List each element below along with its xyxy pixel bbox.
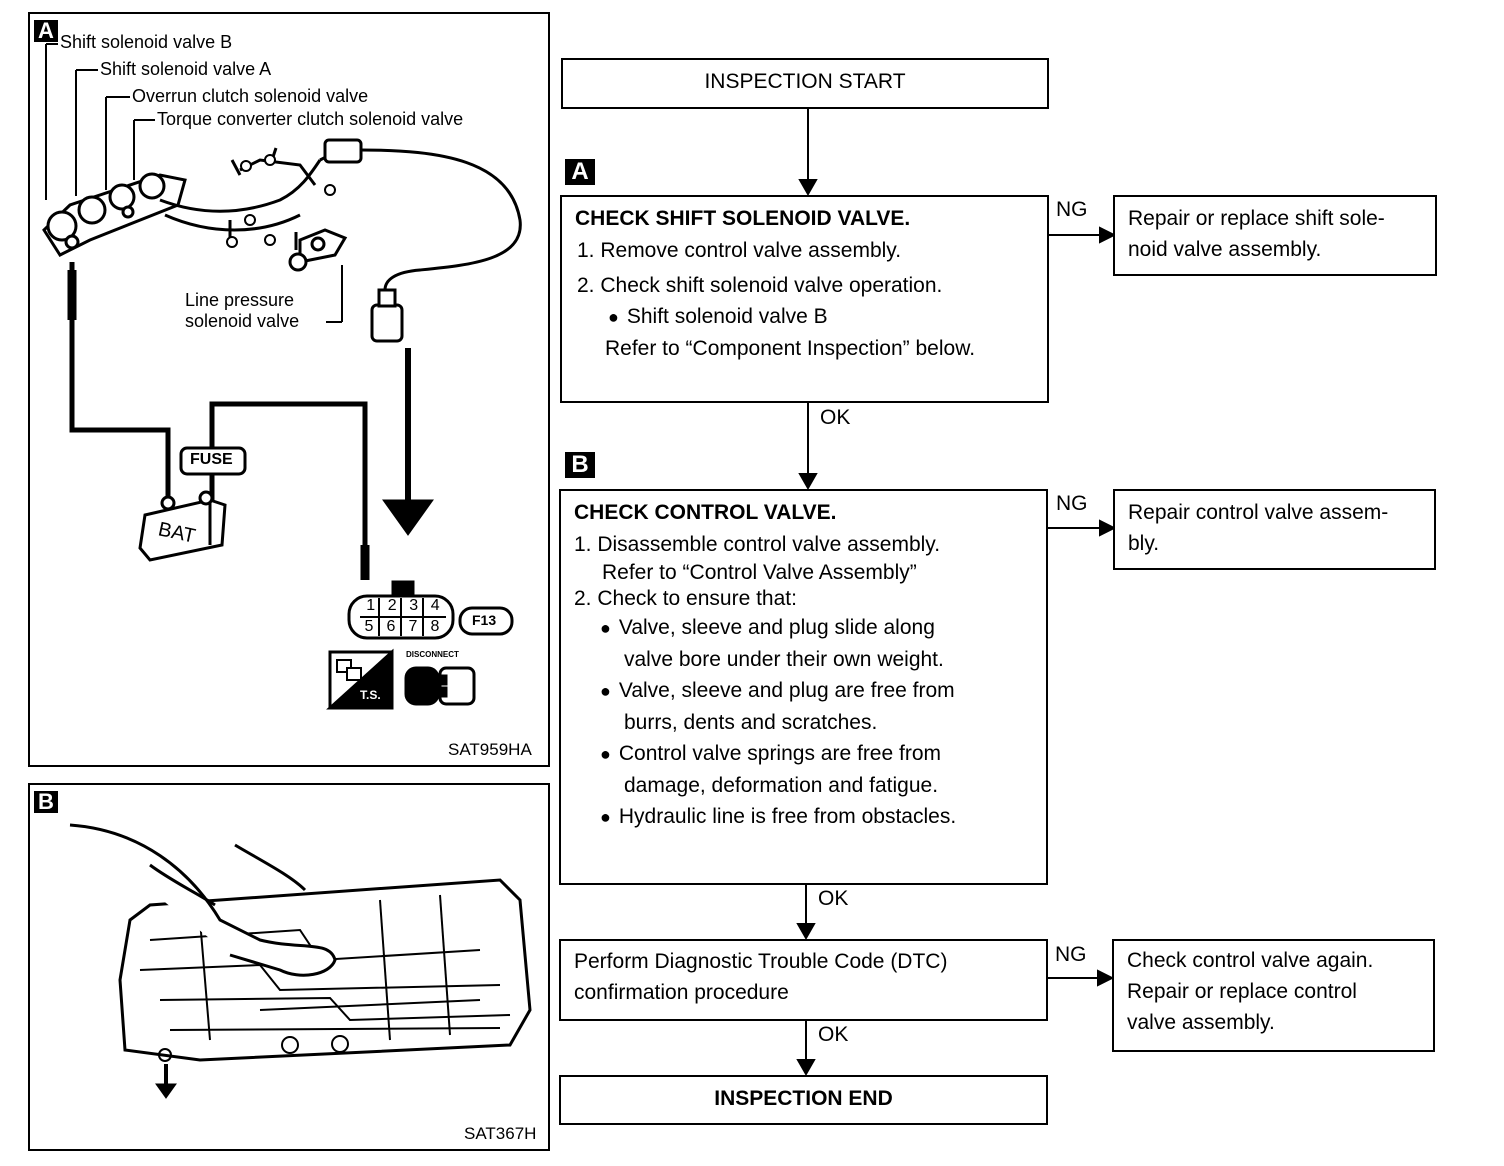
- inspection-start-text: INSPECTION START: [704, 70, 906, 93]
- diagram-a-tag: A: [34, 20, 58, 42]
- pin-6: 6: [386, 618, 396, 635]
- step-b-ng-box: Repair control valve assem- bly.: [1113, 489, 1436, 570]
- step-b-bullet-list: Valve, sleeve and plug slide along valve…: [600, 612, 1046, 833]
- inspection-end-box: INSPECTION END: [559, 1075, 1048, 1125]
- step-b-box: CHECK CONTROL VALVE. 1. Disassemble cont…: [559, 489, 1048, 885]
- step-a-tag: A: [565, 159, 595, 185]
- diagram-b-tag: B: [34, 791, 58, 813]
- step-b-ng-label: NG: [1056, 492, 1088, 515]
- step-a-line-4: Refer to “Component Inspection” below.: [605, 337, 976, 360]
- step-b-tag: B: [565, 452, 595, 478]
- ts-label: T.S.: [360, 688, 381, 702]
- step-b-title: CHECK CONTROL VALVE.: [574, 501, 837, 524]
- step-b-line-2: Refer to “Control Valve Assembly”: [602, 561, 917, 584]
- dtc-line-1: Perform Diagnostic Trouble Code (DTC): [574, 950, 948, 973]
- connector-pins-bottom: 5 6 7 8: [358, 618, 446, 636]
- step-b-bullet-1: Valve, sleeve and plug slide along valve…: [600, 612, 1046, 675]
- step-b-ng-line-2: bly.: [1128, 532, 1160, 555]
- step-b-bullet-2: Valve, sleeve and plug are free from bur…: [600, 675, 1046, 738]
- pin-1: 1: [366, 597, 376, 614]
- step-a-box: CHECK SHIFT SOLENOID VALVE. 1. Remove co…: [560, 195, 1049, 403]
- step-b-bullet-3-line-1: Control valve springs are free from: [618, 742, 942, 765]
- pin-5: 5: [364, 618, 374, 635]
- diagram-a-code: SAT959HA: [448, 740, 532, 759]
- pin-8: 8: [430, 618, 440, 635]
- diagram-a-panel: [28, 12, 550, 767]
- step-b-ok-label: OK: [818, 887, 849, 910]
- step-b-line-3: 2. Check to ensure that:: [574, 587, 797, 610]
- step-b-bullet-4: Hydraulic line is free from obstacles.: [600, 801, 1046, 833]
- step-b-line-1: 1. Disassemble control valve assembly.: [574, 533, 941, 556]
- step-b-bullet-2-line-1: Valve, sleeve and plug are free from: [618, 679, 955, 702]
- step-a-title: CHECK SHIFT SOLENOID VALVE.: [575, 207, 911, 230]
- step-b-bullet-1-line-2: valve bore under their own weight.: [624, 648, 944, 671]
- step-a-ng-line-1: Repair or replace shift sole-: [1128, 207, 1385, 230]
- pin-2: 2: [387, 597, 397, 614]
- label-torque-converter-solenoid: Torque converter clutch solenoid valve: [157, 109, 464, 129]
- step-a-bullet: Shift solenoid valve B: [608, 301, 1047, 333]
- step-c-ng-line-1: Check control valve again.: [1127, 949, 1374, 972]
- inspection-start-box: INSPECTION START: [561, 58, 1049, 109]
- label-shift-solenoid-valve-a: Shift solenoid valve A: [100, 59, 272, 79]
- step-c-ng-box: Check control valve again. Repair or rep…: [1112, 939, 1435, 1052]
- step-a-line-1: 1. Remove control valve assembly.: [577, 239, 902, 262]
- pin-3: 3: [409, 597, 419, 614]
- step-a-ng-line-2: noid valve assembly.: [1128, 238, 1322, 261]
- step-c-ng-label: NG: [1055, 943, 1087, 966]
- dtc-procedure-box: Perform Diagnostic Trouble Code (DTC) co…: [559, 939, 1048, 1021]
- label-line-pressure-1: Line pressure: [185, 290, 295, 310]
- connector-id-label: F13: [472, 612, 497, 628]
- step-c-ng-line-2: Repair or replace control: [1127, 980, 1357, 1003]
- connector-pins-top: 1 2 3 4: [360, 597, 446, 615]
- step-b-bullet-4-line-1: Hydraulic line is free from obstacles.: [618, 805, 957, 828]
- fuse-label: FUSE: [190, 451, 233, 468]
- step-a-ok-label: OK: [820, 406, 851, 429]
- step-a-ng-box: Repair or replace shift sole- noid valve…: [1113, 195, 1437, 276]
- disconnect-label: DISCONNECT: [406, 650, 459, 659]
- step-a-bullet-text: Shift solenoid valve B: [626, 305, 828, 328]
- pin-7: 7: [408, 618, 418, 635]
- step-b-bullet-3-line-2: damage, deformation and fatigue.: [624, 774, 939, 797]
- inspection-end-text: INSPECTION END: [714, 1087, 893, 1110]
- label-shift-solenoid-valve-b: Shift solenoid valve B: [60, 32, 233, 52]
- pin-4: 4: [430, 597, 440, 614]
- step-b-bullet-1-line-1: Valve, sleeve and plug slide along: [618, 616, 935, 639]
- step-b-ng-line-1: Repair control valve assem-: [1128, 501, 1389, 524]
- step-a-line-2: 2. Check shift solenoid valve operation.: [577, 274, 943, 297]
- step-c-ok-label: OK: [818, 1023, 849, 1046]
- step-b-bullet-3: Control valve springs are free from dama…: [600, 738, 1046, 801]
- step-b-bullet-2-line-2: burrs, dents and scratches.: [624, 711, 878, 734]
- step-c-ng-line-3: valve assembly.: [1127, 1011, 1275, 1034]
- label-overrun-clutch-solenoid: Overrun clutch solenoid valve: [132, 86, 369, 106]
- step-a-ng-label: NG: [1056, 198, 1088, 221]
- label-line-pressure-2: solenoid valve: [185, 311, 300, 331]
- dtc-line-2: confirmation procedure: [574, 981, 789, 1004]
- diagram-b-code: SAT367H: [464, 1124, 537, 1143]
